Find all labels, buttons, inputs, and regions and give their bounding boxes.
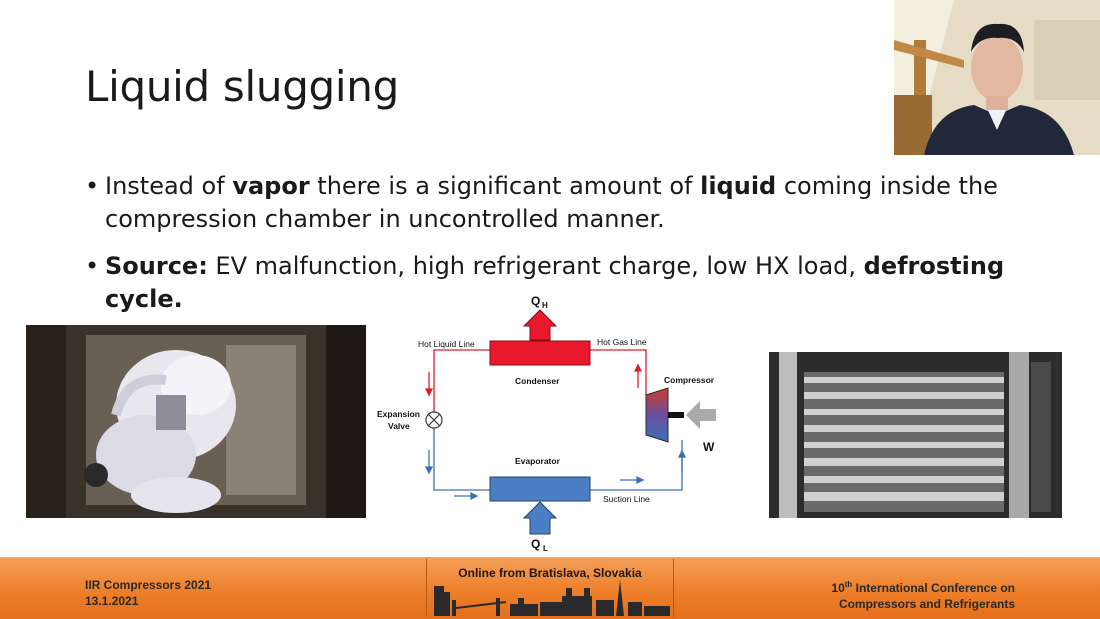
frosted-fins-image-icon [769, 352, 1062, 518]
slide-title: Liquid slugging [85, 62, 399, 111]
bullet-emphasis: vapor [232, 172, 310, 200]
suction-line-label: Suction Line [603, 494, 650, 504]
ql-label: Q [531, 537, 540, 551]
hot-gas-line-label: Hot Gas Line [597, 337, 647, 347]
footer-divider [426, 559, 427, 617]
location-text: Online from Bratislava, Slovakia [458, 566, 642, 580]
footer-event: IIR Compressors 2021 13.1.2021 [85, 577, 211, 609]
bullet-dot-icon: • [85, 172, 100, 200]
flow-arrow-icon [424, 449, 687, 501]
work-label: W [703, 440, 715, 454]
frozen-coil-image-icon [26, 325, 366, 518]
bullet-item: • Instead of vapor there is a significan… [85, 170, 1015, 236]
compressor-icon [645, 387, 669, 443]
footer-divider [673, 559, 674, 617]
bullet-emphasis: liquid [700, 172, 777, 200]
flow-arrow-icon [424, 363, 643, 397]
conference-title-line2: Compressors and Refrigerants [838, 597, 1015, 611]
event-date: 13.1.2021 [85, 594, 139, 608]
suction-line [590, 440, 683, 491]
bullet-text: there is a significant amount of [309, 172, 701, 200]
conference-title-line1: 10th International Conference on [831, 580, 1015, 595]
heat-out-arrow-icon [522, 309, 558, 341]
hot-liquid-line [433, 349, 490, 412]
bullet-item: • Source: EV malfunction, high refrigera… [85, 250, 1015, 316]
bullet-text: Instead of [105, 172, 233, 200]
event-name: IIR Compressors 2021 [85, 578, 212, 592]
presenter-video-icon [894, 0, 1100, 155]
work-input-arrow-icon [686, 401, 716, 429]
compressor-shaft [668, 412, 684, 418]
evaporator-box [489, 476, 591, 502]
footer-location: Online from Bratislava, Slovakia [426, 558, 674, 618]
webcam-video [894, 0, 1100, 155]
hot-liquid-line-label: Hot Liquid Line [418, 339, 475, 349]
qh-label: Q [531, 294, 540, 308]
frosted-fins-photo [769, 352, 1062, 518]
bullet-text: coming inside the compression chamber in… [105, 172, 998, 233]
bullet-dot-icon: • [85, 252, 100, 280]
bullet-list: • Instead of vapor there is a significan… [85, 170, 1015, 330]
ql-subscript: L [543, 544, 548, 553]
bratislava-skyline-icon [434, 580, 670, 616]
condenser-label: Condenser [515, 376, 560, 386]
evaporator-label: Evaporator [515, 456, 561, 466]
compressor-label: Compressor [664, 375, 715, 385]
bullet-emphasis: Source: [105, 252, 208, 280]
condenser-box [489, 340, 591, 366]
footer-conference: 10th International Conference on Compres… [831, 577, 1015, 612]
expansion-valve-label-1: Expansion [377, 409, 420, 419]
bullet-text: EV malfunction, high refrigerant charge,… [207, 252, 864, 280]
expansion-valve-label-2: Valve [388, 421, 410, 431]
heat-in-arrow-icon [522, 501, 558, 535]
bullet-emphasis: defrosting cycle. [105, 252, 1005, 313]
qh-subscript: H [542, 301, 548, 310]
hot-gas-line [590, 349, 647, 395]
cold-liquid-line [433, 428, 490, 491]
frozen-coil-photo [26, 325, 366, 518]
refrigeration-cycle-diagram: Q H Q L Hot Liquid Line Hot Gas Line Con… [372, 290, 732, 558]
